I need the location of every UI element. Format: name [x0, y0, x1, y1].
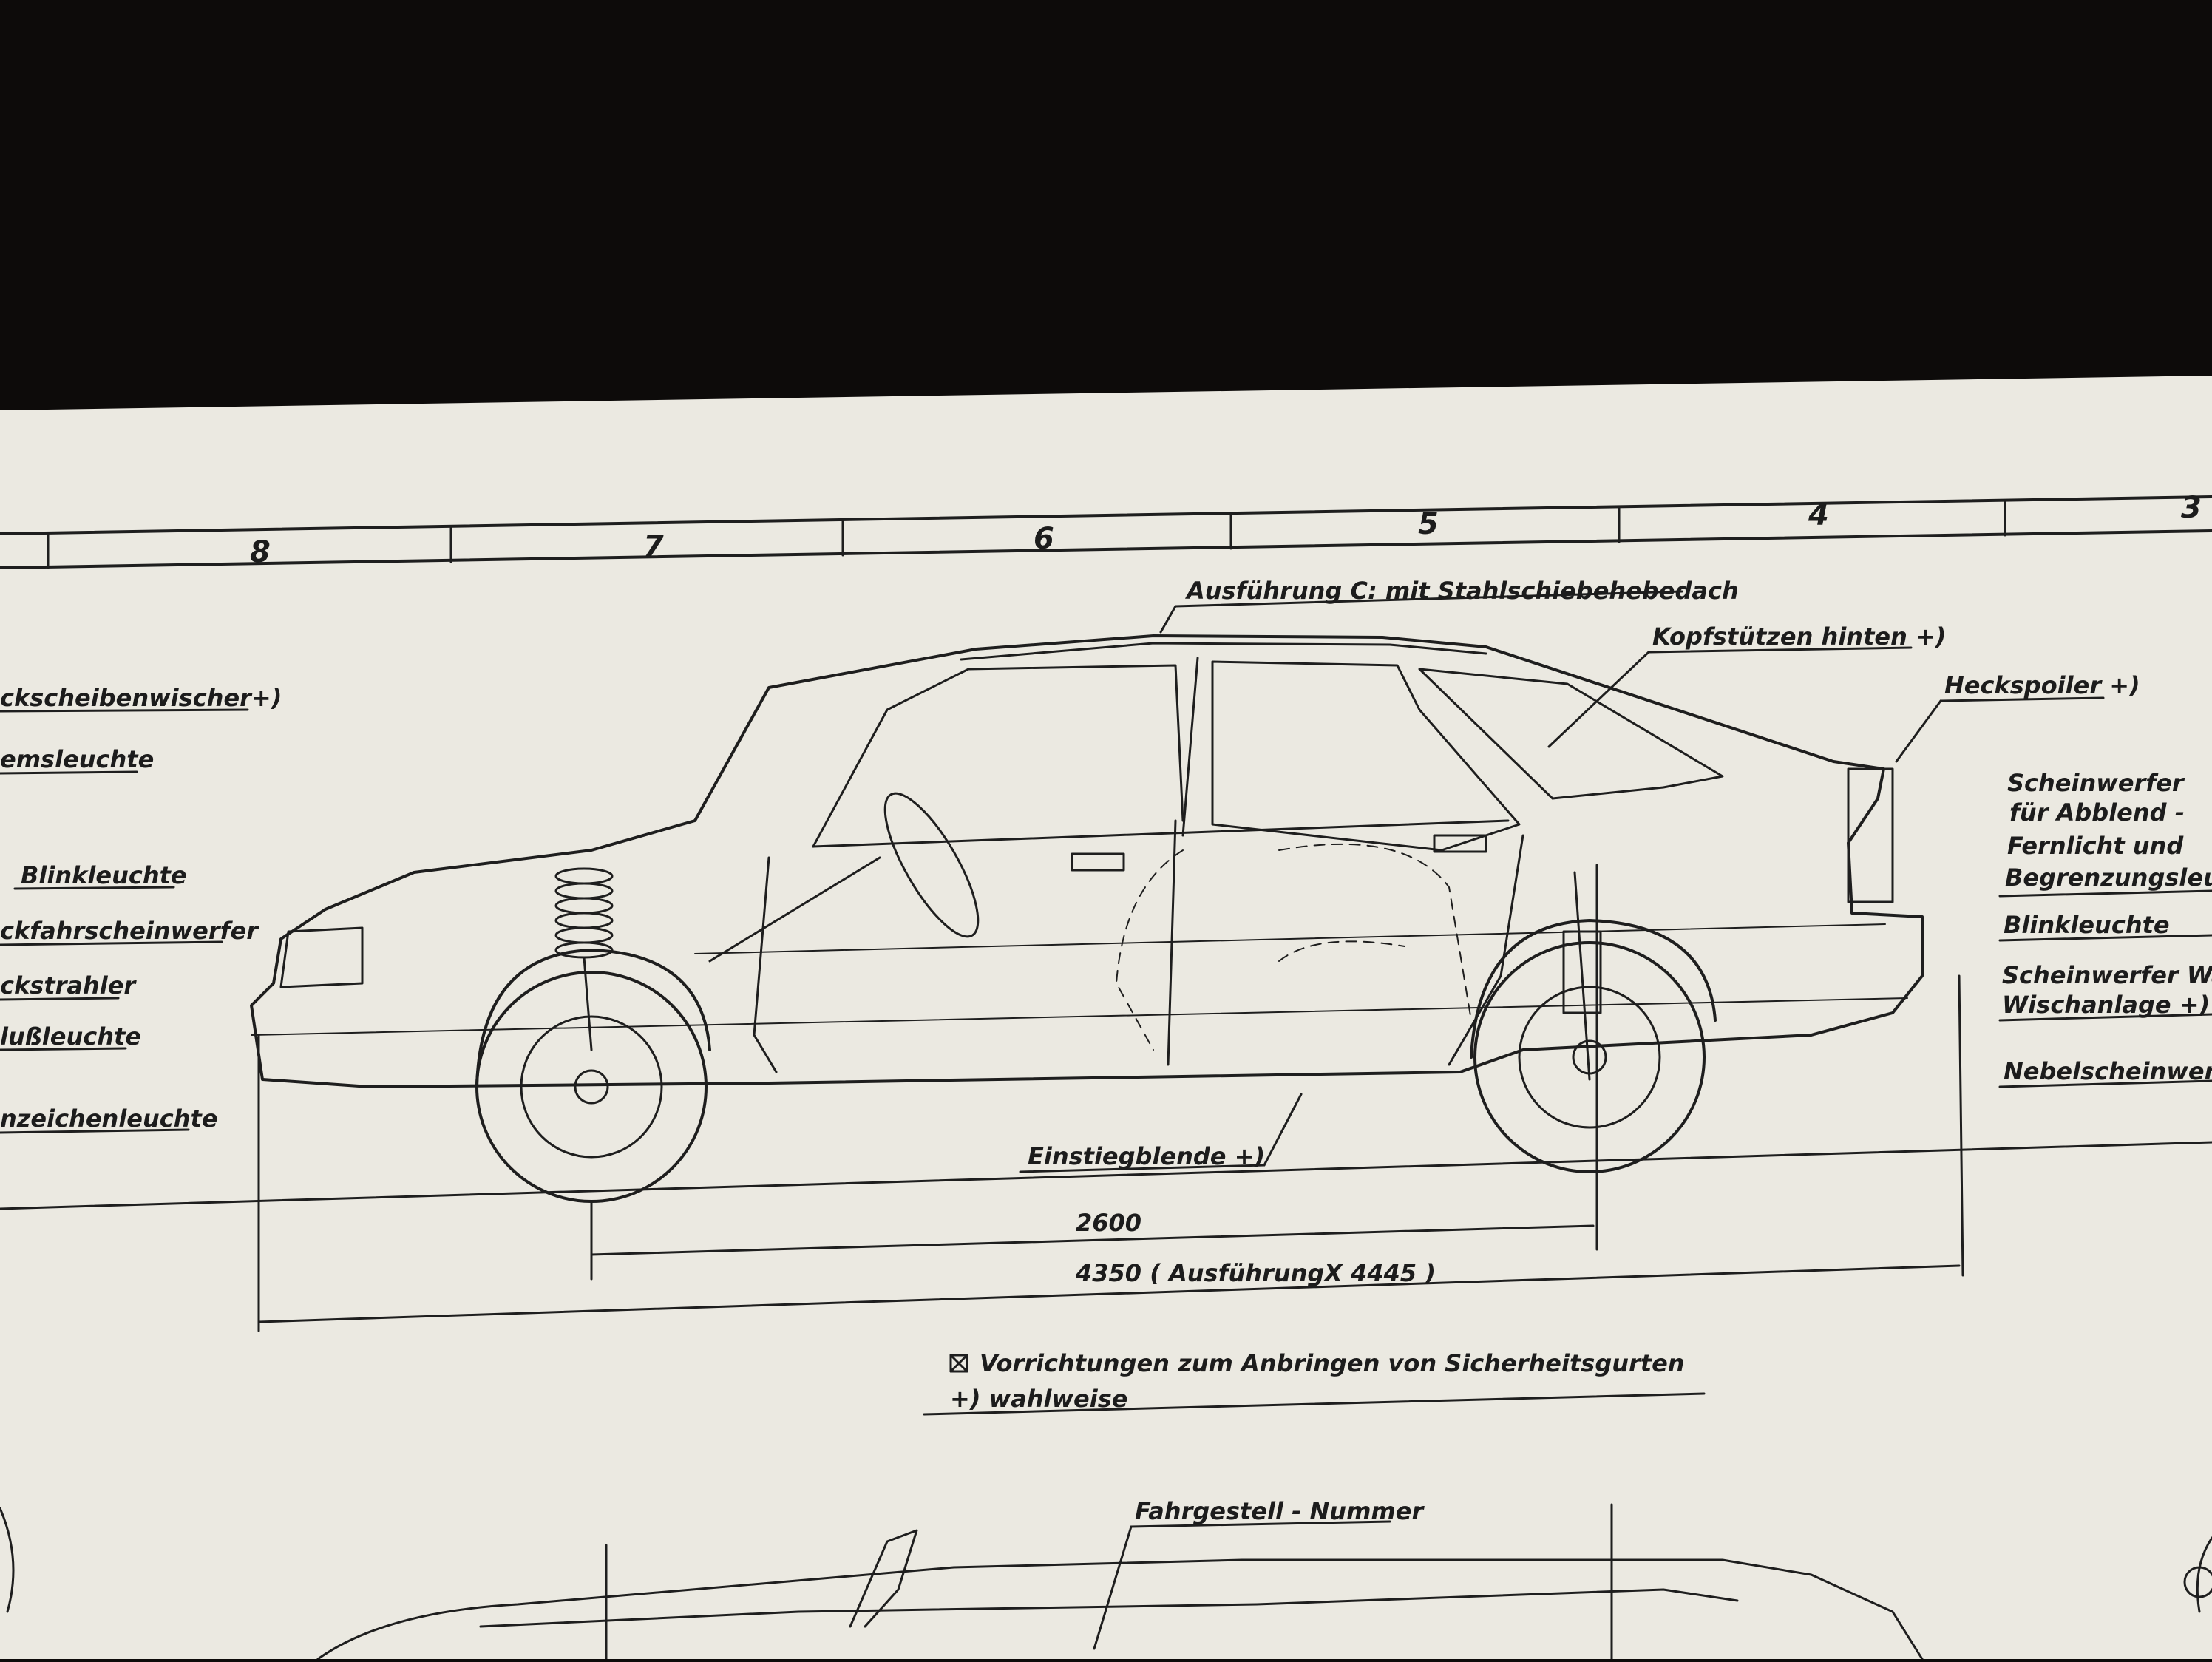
label-reverse-light: ckfahrscheinwerfer [0, 917, 259, 945]
legend-optional: +) wahlweise [950, 1385, 1127, 1413]
seatbelt-anchor-icon [949, 1354, 968, 1373]
right-labels: Scheinwerfer für Abblend - Fernlicht und… [2002, 769, 2212, 1085]
label-brake-light: emsleuchte [0, 745, 154, 773]
label-headlamp-line1: Scheinwerfer [2007, 769, 2185, 797]
label-turn-signal-left: Blinkleuchte [21, 861, 187, 889]
zone-number-7: 7 [643, 529, 664, 563]
rear-wheel [1470, 919, 1717, 1173]
dimension-lines [0, 864, 2212, 1332]
top-labels: Ausführung C: mit Stahlschiebehebedach K… [1184, 577, 2140, 699]
zone-number-6: 6 [1034, 522, 1054, 556]
label-fog-light: Nebelscheinwerfer [2004, 1057, 2212, 1085]
zone-number-4: 4 [1808, 498, 1829, 532]
label-leaders [0, 590, 2212, 1650]
label-spoiler: Heckspoiler +) [1944, 671, 2140, 699]
paper-sheet [0, 376, 2212, 1659]
label-headlamp-line4: Begrenzungsleucht [2005, 864, 2212, 892]
label-headrests: Kopfstützen hinten +) [1652, 623, 1946, 651]
zone-number-5: 5 [1418, 507, 1439, 541]
label-headlamp-line3: Fernlicht und [2007, 832, 2184, 860]
car-side-view [250, 634, 1924, 1203]
label-plate-light: nzeichenleuchte [0, 1105, 218, 1133]
zone-number-8: 8 [250, 535, 271, 569]
zone-ruler: 8 7 6 5 4 3 [0, 491, 2212, 569]
label-rear-wiper: ckscheibenwischer+) [0, 684, 282, 712]
label-headlamp-line2: für Abblend - [2009, 798, 2185, 827]
dimension-wheelbase: 2600 [1076, 1209, 1141, 1237]
label-chassis-number: Fahrgestell - Nummer [1135, 1497, 1425, 1525]
label-washer-line1: Scheinwerfer Wasc [2002, 961, 2212, 989]
legend-seatbelt: Vorrichtungen zum Anbringen von Sicherhe… [980, 1349, 1685, 1377]
bottom-labels: Einstiegblende +) 2600 4350 ( Ausführung… [949, 1142, 1685, 1525]
label-tail-light: lußleuchte [0, 1022, 141, 1051]
dimension-overall-length: 4350 ( AusführungX 4445 ) [1075, 1259, 1436, 1287]
label-sunroof: Ausführung C: mit Stahlschiebehebedach [1184, 577, 1739, 605]
label-sill-trim: Einstiegblende +) [1028, 1142, 1265, 1170]
label-turn-signal-right: Blinkleuchte [2004, 911, 2170, 939]
label-reflector: ckstrahler [0, 971, 137, 1000]
left-labels: ckscheibenwischer+) emsleuchte Blinkleuc… [0, 684, 282, 1133]
zone-number-3: 3 [2181, 491, 2202, 525]
label-washer-line2: Wischanlage +) [2002, 991, 2210, 1019]
lower-car-drawing [0, 1503, 2212, 1661]
